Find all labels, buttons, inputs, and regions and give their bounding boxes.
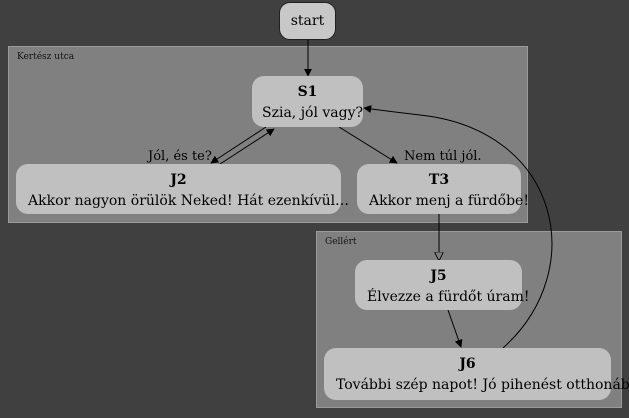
cluster-label: Gellért (325, 237, 357, 247)
node-id: S1 (297, 84, 318, 100)
node-j2: J2 Akkor nagyon örülök Neked! Hát ezenkí… (16, 164, 349, 214)
node-text: Akkor menj a fürdőbe! (369, 193, 529, 209)
node-text: Élvezze a fürdőt úram! (367, 289, 530, 305)
start-node: start (279, 2, 336, 40)
edge-s1-j2 (210, 126, 267, 164)
node-t3: T3 Akkor menj a fürdőbe! (357, 164, 529, 214)
edge-j2-s1 (216, 128, 275, 167)
edge-j6-s1 (363, 105, 553, 349)
start-label: start (290, 13, 325, 29)
edge-j5-j6 (447, 309, 463, 348)
node-s1: S1 Szia, jól vagy? (252, 76, 363, 127)
node-id: J5 (430, 268, 447, 284)
node-text: További szép napot! Jó pihenést otthonáb… (336, 377, 629, 393)
edge-label-jol-es-te: Jól, és te? (146, 149, 212, 164)
edge-label-nem-tul-jol: Nem túl jól. (404, 149, 482, 164)
node-id: J2 (170, 172, 187, 188)
cluster-label: Kertész utca (17, 52, 75, 62)
node-id: T3 (428, 172, 450, 188)
node-text: Szia, jól vagy? (262, 105, 364, 121)
node-j5: J5 Élvezze a fürdőt úram! (355, 260, 530, 310)
node-text: Akkor nagyon örülök Neked! Hát ezenkívül… (28, 193, 350, 209)
edge-s1-t3 (338, 126, 398, 164)
node-j6: J6 További szép napot! Jó pihenést ottho… (324, 348, 629, 400)
node-id: J6 (459, 356, 476, 372)
